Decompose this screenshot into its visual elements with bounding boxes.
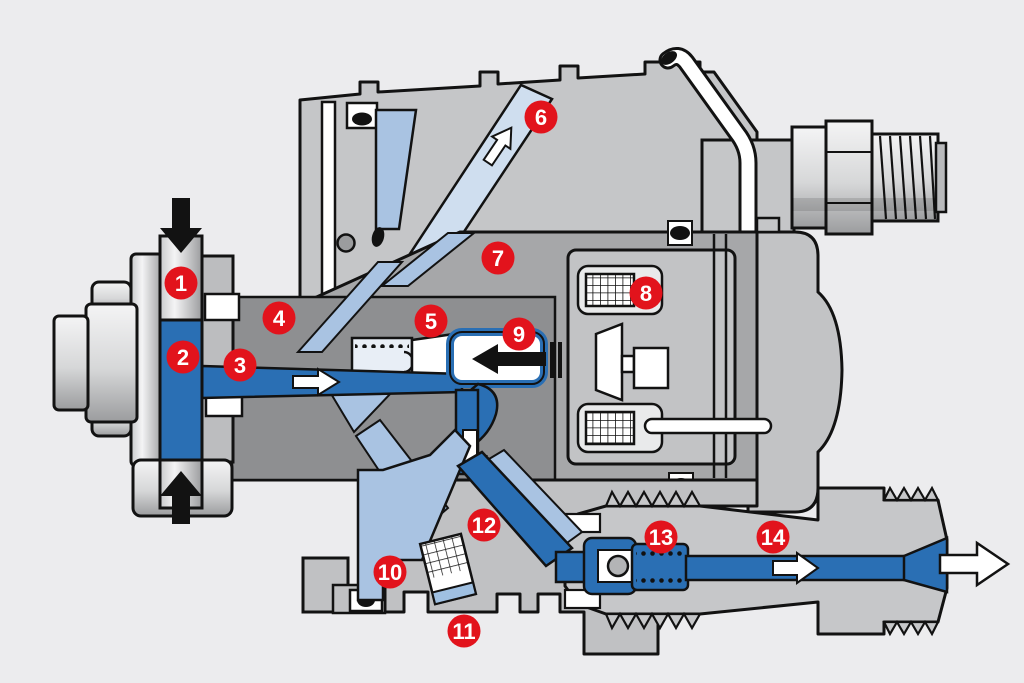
svg-text:14: 14 bbox=[761, 525, 786, 550]
sleeve-cutout-upper bbox=[203, 292, 241, 322]
pre-filter bbox=[418, 532, 478, 606]
svg-text:12: 12 bbox=[472, 513, 496, 538]
dome-step bbox=[755, 216, 781, 234]
valve-needle bbox=[643, 417, 773, 435]
housing-relief-slot bbox=[320, 100, 337, 302]
callout-2: 2 bbox=[166, 340, 200, 374]
metering-arrow-left-icon bbox=[472, 344, 546, 374]
callout-4: 4 bbox=[262, 301, 296, 335]
svg-text:10: 10 bbox=[378, 560, 402, 585]
svg-text:4: 4 bbox=[273, 306, 286, 331]
callout-9: 9 bbox=[502, 317, 536, 351]
callout-1: 1 bbox=[164, 266, 198, 300]
outlet-cone bbox=[902, 536, 949, 594]
callout-badges: 1 2 3 4 5 6 7 8 9 10 bbox=[164, 100, 790, 648]
inlet-arrow-top-icon bbox=[160, 198, 202, 253]
return-flow-arrow-icon bbox=[482, 126, 513, 167]
o-ring-seal-upper bbox=[667, 220, 693, 246]
callout-13: 13 bbox=[644, 520, 678, 554]
drive-shaft bbox=[52, 280, 139, 438]
leakage-chamber-wedge bbox=[374, 108, 418, 231]
outlet-line-arrow-icon bbox=[772, 551, 820, 585]
transfer-channel bbox=[456, 450, 574, 568]
high-pressure-fitting bbox=[790, 119, 948, 236]
callout-6: 6 bbox=[524, 100, 558, 134]
callout-8: 8 bbox=[629, 276, 663, 310]
svg-text:3: 3 bbox=[234, 353, 246, 378]
svg-text:9: 9 bbox=[513, 322, 525, 347]
inlet-arrow-bottom-icon bbox=[160, 471, 202, 524]
callout-3: 3 bbox=[223, 348, 257, 382]
svg-text:5: 5 bbox=[425, 309, 437, 334]
armature bbox=[594, 322, 624, 402]
pump-chamber bbox=[158, 316, 204, 462]
svg-text:2: 2 bbox=[177, 345, 189, 370]
suction-gallery-band-1 bbox=[295, 261, 405, 353]
housing-dome-right bbox=[746, 230, 844, 514]
roller-seal bbox=[371, 227, 385, 247]
svg-text:7: 7 bbox=[492, 246, 504, 271]
vent-tube bbox=[658, 47, 758, 240]
callout-14: 14 bbox=[756, 520, 790, 554]
suction-gallery-band-2 bbox=[379, 232, 477, 287]
svg-text:11: 11 bbox=[452, 619, 475, 644]
svg-text:6: 6 bbox=[535, 105, 547, 130]
shaft-seal-top bbox=[345, 101, 379, 130]
callout-7: 7 bbox=[481, 241, 515, 275]
outlet-check-valve bbox=[554, 536, 690, 596]
svg-text:13: 13 bbox=[649, 525, 673, 550]
check-ball bbox=[606, 554, 630, 578]
pivot-pin bbox=[336, 233, 356, 253]
outlet-exit-arrow-icon bbox=[938, 540, 1011, 588]
callout-12: 12 bbox=[467, 508, 501, 542]
callout-5: 5 bbox=[414, 304, 448, 338]
feed-flow-arrow-icon bbox=[292, 367, 341, 397]
svg-text:8: 8 bbox=[640, 281, 652, 306]
callout-11: 11 bbox=[447, 614, 481, 648]
callout-10: 10 bbox=[373, 555, 407, 589]
svg-text:1: 1 bbox=[175, 271, 187, 296]
